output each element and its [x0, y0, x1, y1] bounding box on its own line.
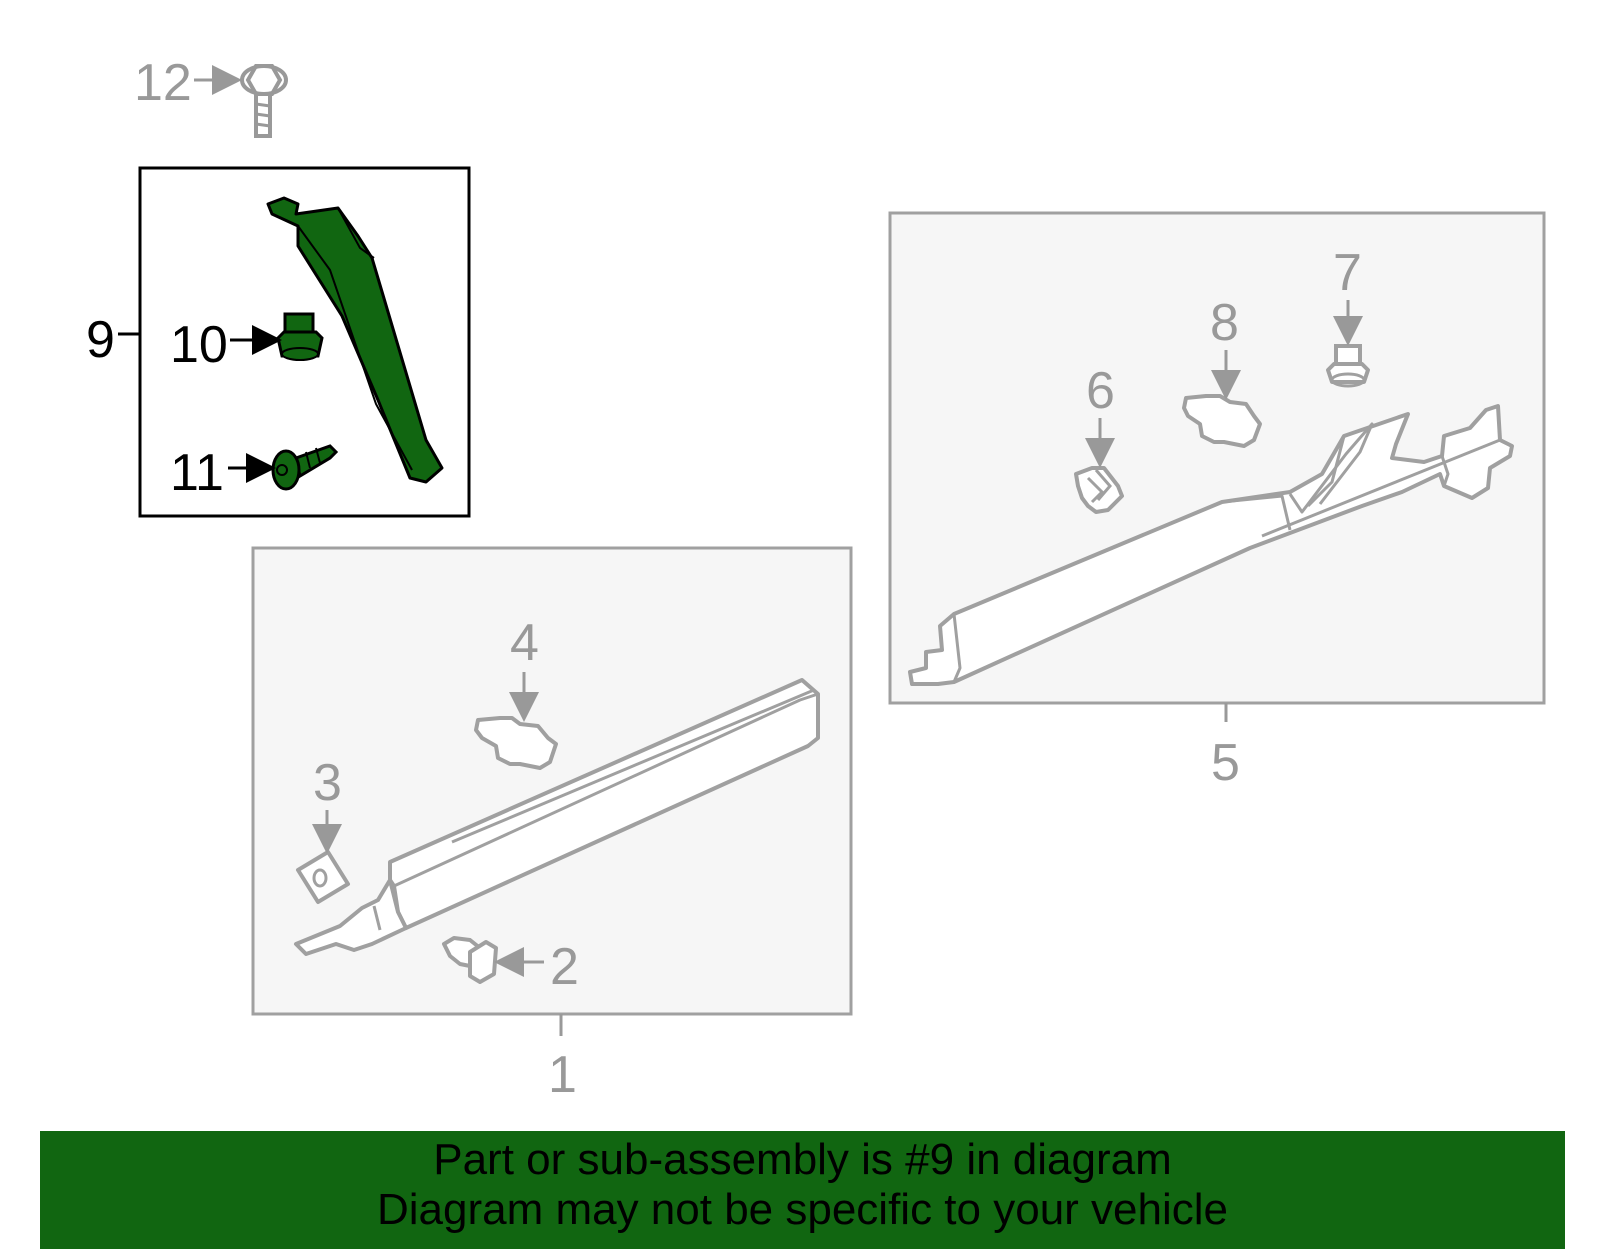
part-11-screw: [271, 444, 339, 491]
callout-11: 11: [170, 444, 224, 502]
part-5-reinforcement: [908, 404, 1514, 686]
part-7-clip: [1326, 344, 1370, 388]
banner-line-1: Part or sub-assembly is #9 in diagram: [433, 1135, 1172, 1184]
callout-2: 2: [550, 938, 579, 996]
callout-7: 7: [1333, 244, 1362, 302]
part-4-clip: [474, 716, 558, 770]
callout-9: 9: [86, 311, 115, 369]
banner-line-2: Diagram may not be specific to your vehi…: [376, 1185, 1229, 1234]
part-12-bolt: [240, 64, 288, 138]
part-2-clip: [442, 936, 498, 984]
info-banner: Part or sub-assembly is #9 in diagram Di…: [40, 1131, 1565, 1249]
callout-3: 3: [313, 754, 342, 812]
callout-10: 10: [170, 316, 228, 374]
callout-5: 5: [1211, 734, 1240, 792]
callout-6: 6: [1086, 362, 1115, 420]
part-10-clip: [276, 312, 324, 361]
part-1-rocker-molding: [294, 678, 820, 956]
callout-8: 8: [1210, 294, 1239, 352]
part-3-plate: [296, 850, 350, 904]
part-6-clip: [1074, 466, 1124, 514]
callout-4: 4: [510, 614, 539, 672]
part-9-pillar-garnish: [266, 196, 444, 484]
callout-1: 1: [548, 1046, 577, 1104]
callout-12: 12: [134, 54, 192, 112]
part-8-clip: [1182, 394, 1262, 448]
